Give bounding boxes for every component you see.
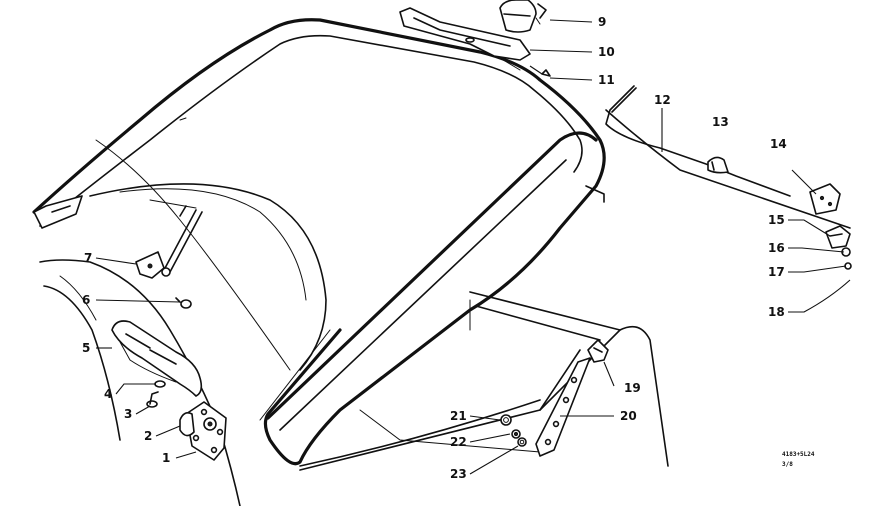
- part-9-lock: [499, 0, 547, 33]
- part-10-latch-bar: [399, 7, 531, 71]
- callout-22: 22: [450, 435, 467, 449]
- hood-prop-rod: [161, 205, 203, 277]
- body-structure: [39, 109, 851, 506]
- part-14-bracket: [809, 183, 841, 215]
- part-4-washer: [154, 380, 166, 388]
- callout-23: 23: [450, 467, 467, 481]
- callout-6: 6: [82, 293, 90, 307]
- part-12-cable: [605, 85, 791, 197]
- callout-7: 7: [84, 251, 92, 265]
- callout-5: 5: [82, 341, 90, 355]
- callout-14: 14: [770, 137, 787, 151]
- leader-lines: [95, 19, 851, 475]
- reference-code: 4183+5L24: [782, 451, 815, 458]
- callout-11: 11: [598, 73, 615, 87]
- part-7-bracket: [135, 251, 165, 279]
- callout-21: 21: [450, 409, 467, 423]
- callout-17: 17: [768, 265, 785, 279]
- hood-panel: [32, 18, 606, 466]
- callout-19: 19: [624, 381, 641, 395]
- callout-16: 16: [768, 241, 785, 255]
- part-11-fastener: [541, 69, 551, 77]
- callout-18: 18: [768, 305, 785, 319]
- callout-labels: 1 2 3 4 5 6 7 9 10 11 12 13 14 15 16 17 …: [82, 15, 787, 481]
- callout-2: 2: [144, 429, 152, 443]
- part-1-hinge-plate: [179, 401, 227, 461]
- part-23-washer: [517, 437, 527, 447]
- callout-12: 12: [654, 93, 671, 107]
- callout-3: 3: [124, 407, 132, 421]
- callout-10: 10: [598, 45, 615, 59]
- callout-15: 15: [768, 213, 785, 227]
- reference-block: 4183+5L24 3/8: [782, 451, 815, 468]
- part-6-clip: [175, 297, 192, 309]
- part-19-striker: [587, 339, 609, 363]
- part-20-support: [535, 357, 591, 457]
- part-21-grommet: [500, 414, 512, 426]
- reference-sheet: 3/8: [782, 461, 793, 468]
- part-13-cable-clip: [707, 156, 729, 174]
- callout-20: 20: [620, 409, 637, 423]
- callout-1: 1: [162, 451, 170, 465]
- callout-4: 4: [104, 387, 112, 401]
- part-5-hinge-arm: [111, 320, 203, 397]
- part-15-clip: [825, 225, 851, 249]
- callout-9: 9: [598, 15, 606, 29]
- part-22-nut: [511, 429, 521, 439]
- part-3-bolt: [146, 391, 159, 408]
- callout-13: 13: [712, 115, 729, 129]
